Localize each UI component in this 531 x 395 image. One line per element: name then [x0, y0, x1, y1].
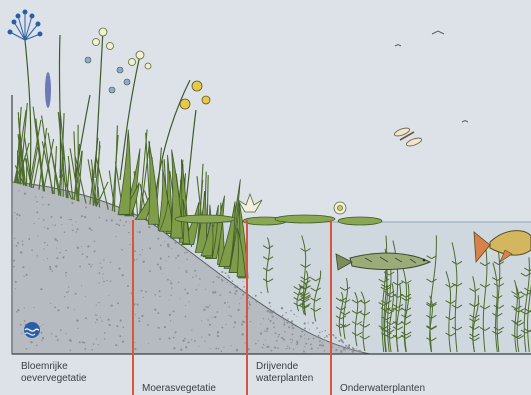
zone-label-marsh: Moerasvegetatie: [142, 383, 216, 395]
zone-label-submerged: Onderwaterplanten: [340, 383, 425, 395]
zone-label-riparian: Bloemrijke oevervegetatie: [21, 361, 87, 385]
purple-spike-flower-icon: [45, 72, 51, 108]
waterschap-logo-icon: [24, 322, 40, 338]
zone-label-floating: Drijvende waterplanten: [256, 361, 313, 385]
